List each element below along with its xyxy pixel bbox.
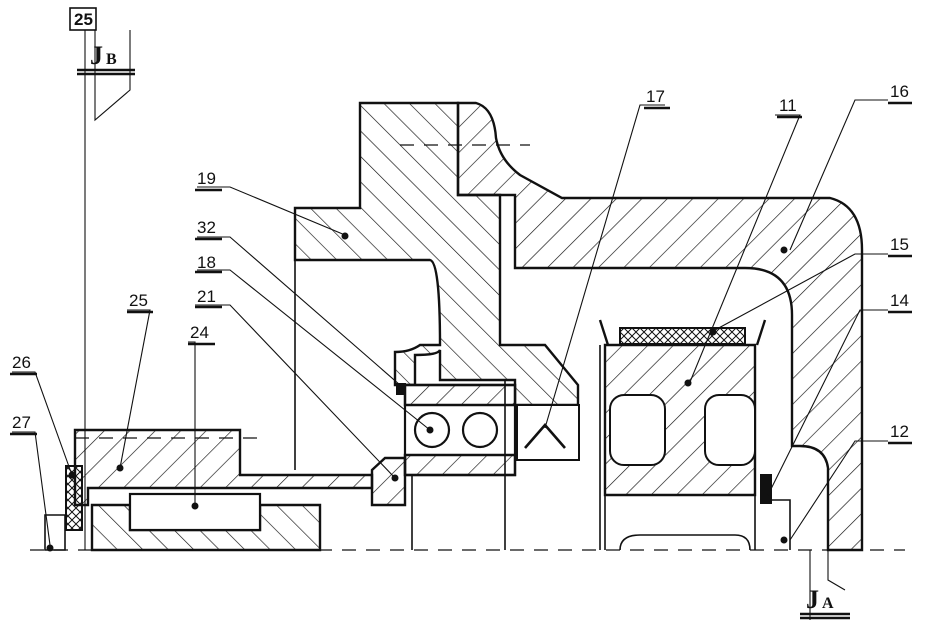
callout-12: 12 — [890, 422, 909, 441]
spacer-part-21 — [370, 456, 407, 507]
callout-17: 17 — [646, 87, 665, 106]
nut-part-26 — [65, 465, 83, 531]
section-label-a-subscript: A — [822, 595, 834, 612]
callout-26: 26 — [12, 353, 31, 372]
callout-15: 15 — [890, 235, 909, 254]
section-label-b-letter: J — [90, 41, 103, 70]
housing-part-16 — [456, 101, 864, 552]
section-line-a — [800, 550, 850, 620]
section-line-b — [77, 30, 135, 550]
callout-27: 27 — [12, 413, 31, 432]
callout-24: 24 — [190, 323, 209, 342]
leader-dots — [46, 232, 788, 552]
callout-32: 32 — [197, 218, 216, 237]
spring-washer-part-17 — [516, 404, 580, 461]
seal-part-32 — [396, 383, 406, 395]
rotor-part-11 — [598, 319, 767, 551]
leader-lines — [10, 99, 912, 546]
section-label-a-letter: J — [806, 585, 819, 614]
callout-11: 11 — [779, 96, 797, 115]
housing-outline — [294, 259, 791, 550]
callout-21: 21 — [197, 287, 216, 306]
section-marker-box — [69, 7, 97, 31]
callout-19: 19 — [197, 169, 216, 188]
callout-14: 14 — [890, 291, 909, 310]
callout-25: 25 — [129, 291, 148, 310]
callout-16: 16 — [890, 82, 909, 101]
seal-part-14 — [760, 474, 772, 504]
section-label-b-subscript: B — [106, 51, 117, 68]
part-27 — [44, 514, 66, 551]
bearing-part-18 — [403, 383, 517, 477]
section-marker-number: 25 — [74, 10, 93, 29]
callout-18: 18 — [197, 253, 216, 272]
